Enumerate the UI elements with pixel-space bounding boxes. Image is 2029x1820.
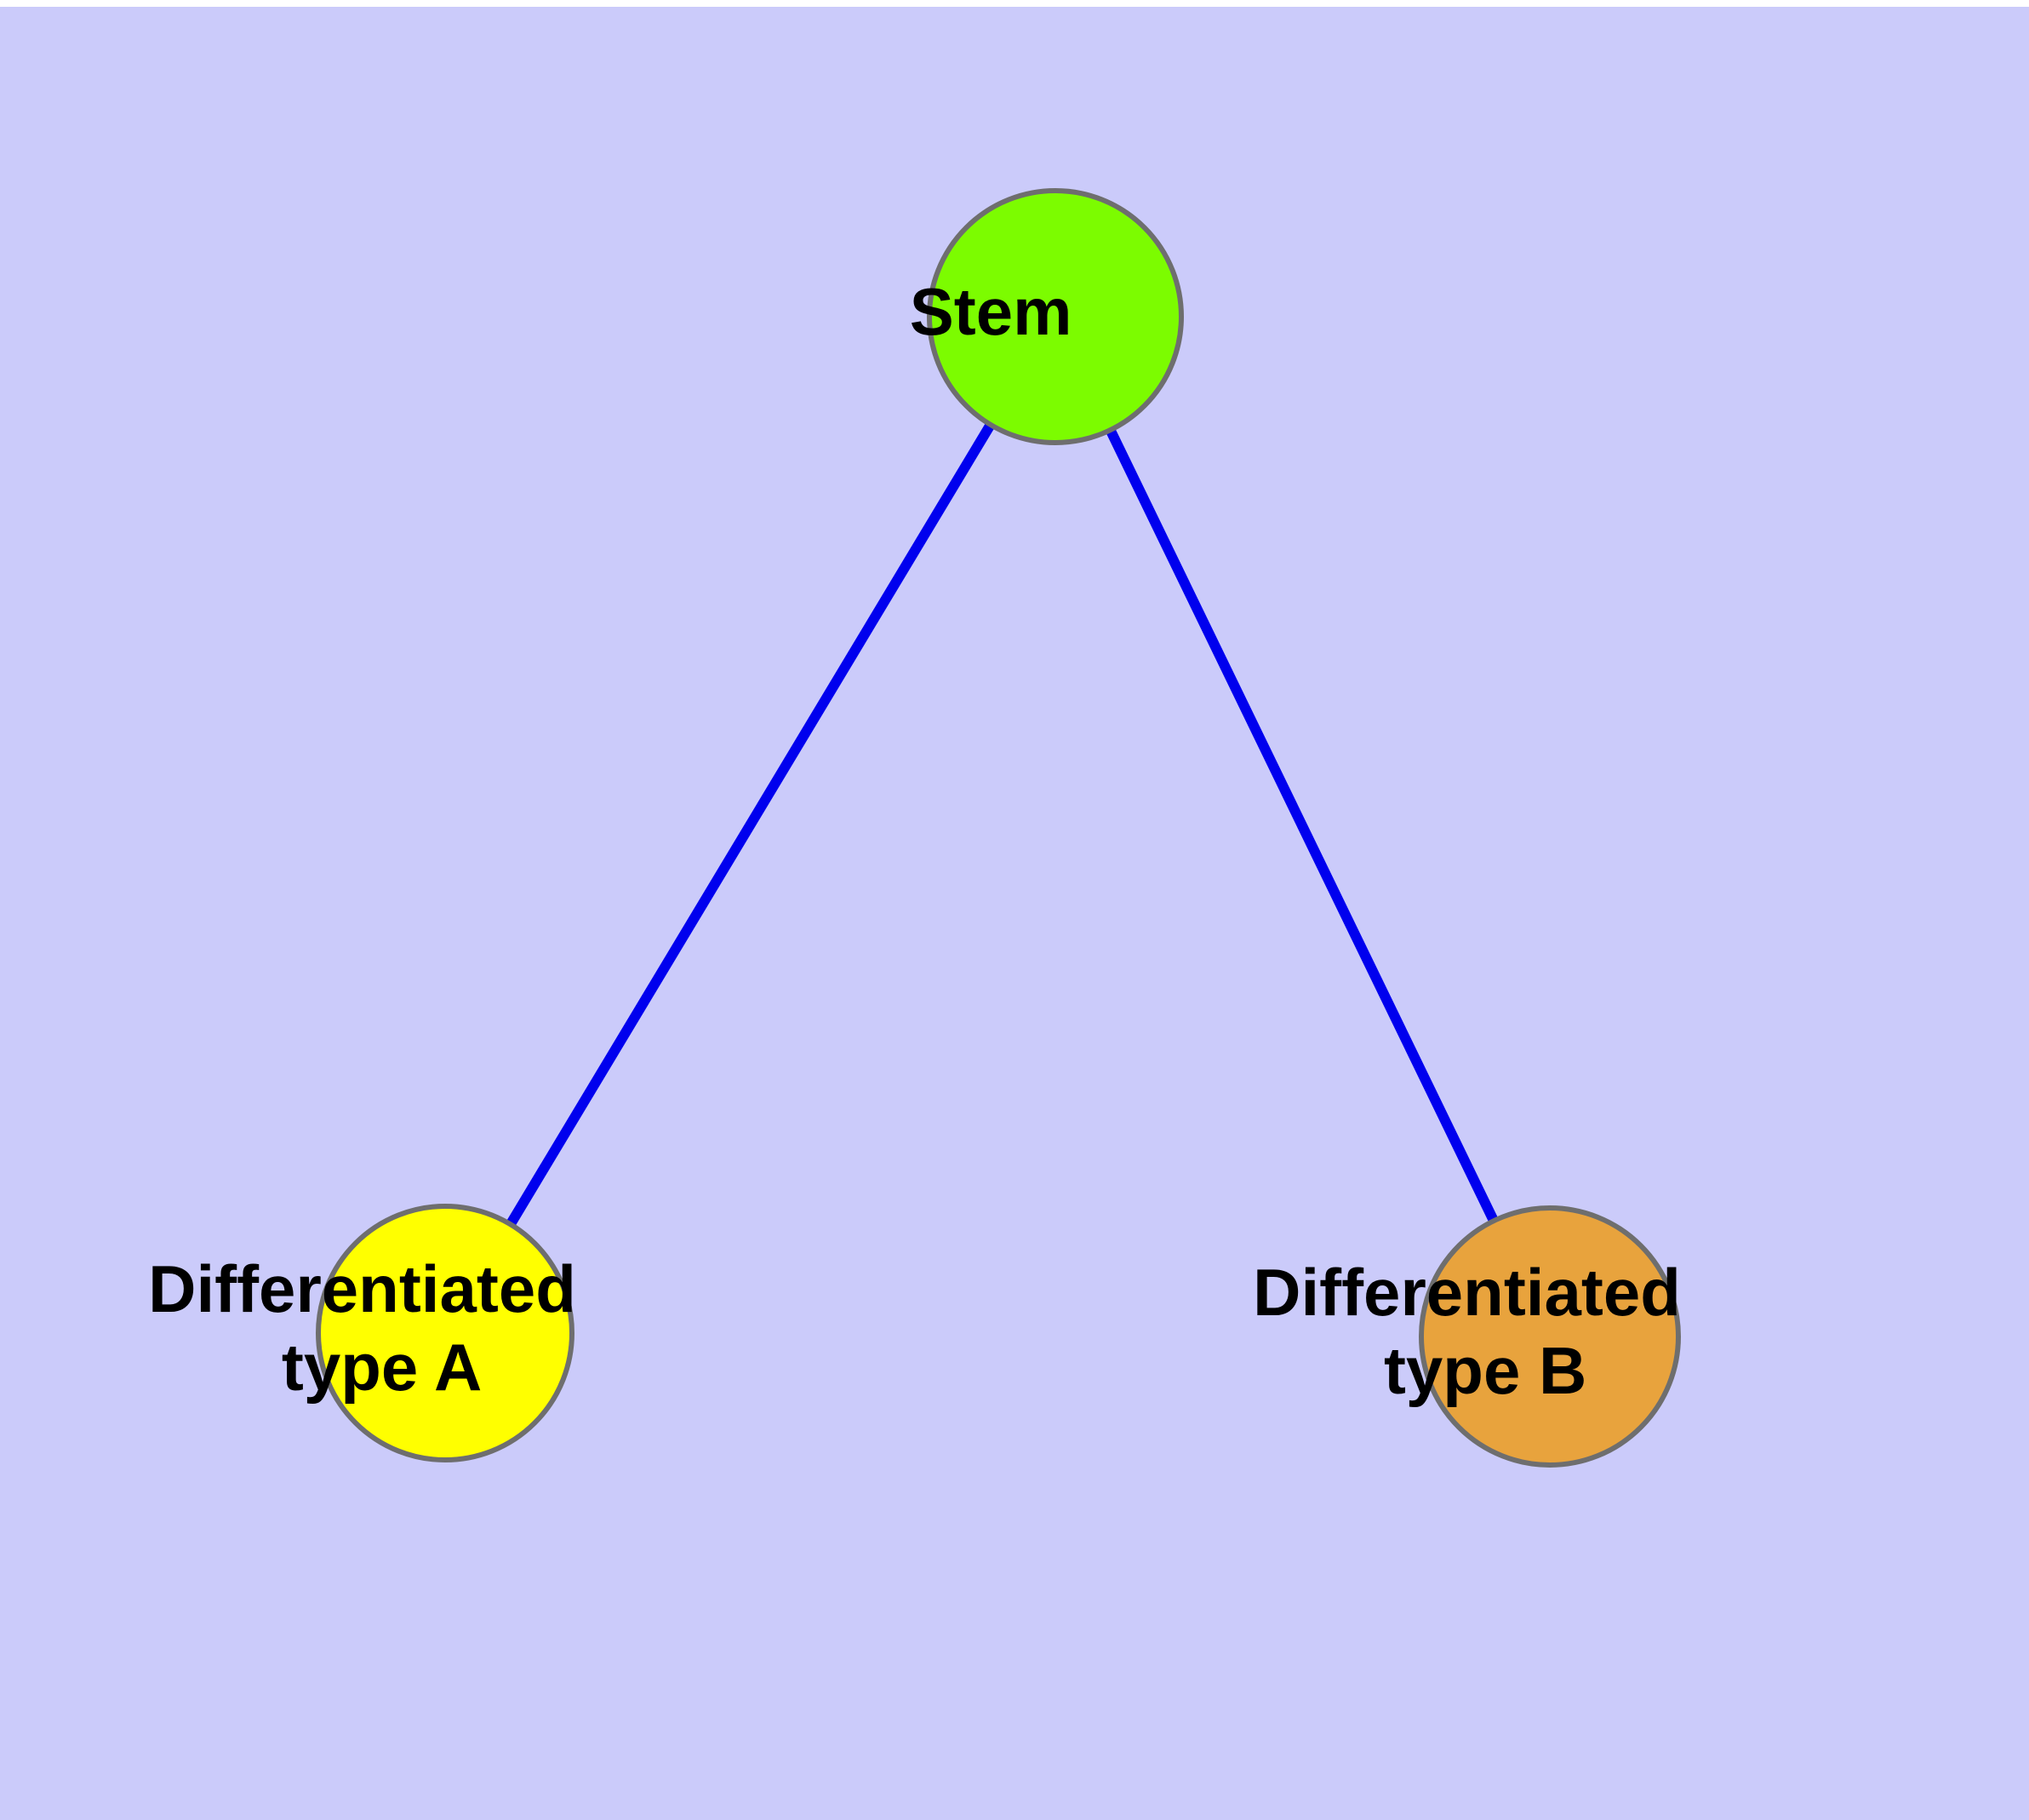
node-label-differentiated-type-a-line-1: Differentiated (148, 1251, 576, 1326)
edges-layer (440, 313, 1555, 1339)
edge-stem-to-differentiated-type-b[interactable] (1050, 314, 1555, 1339)
node-label-stem-line-1: Stem (910, 274, 1072, 349)
node-label-differentiated-type-b-line-1: Differentiated (1253, 1255, 1681, 1330)
node-differentiated-type-b[interactable] (1419, 1205, 1681, 1468)
node-label-stem: Stem (910, 274, 1201, 349)
node-differentiated-type-a[interactable] (316, 1204, 574, 1462)
node-label-differentiated-type-a: Differentiated type A (148, 1251, 742, 1405)
node-label-differentiated-type-b-line-2: type B (1384, 1333, 1586, 1408)
node-stem[interactable] (927, 188, 1184, 445)
labels-layer: Stem Differentiated type A Differentiate… (148, 274, 1847, 1408)
node-label-differentiated-type-a-line-2: type A (282, 1330, 481, 1405)
node-label-differentiated-type-b: Differentiated type B (1253, 1255, 1847, 1408)
nodes-layer (316, 188, 1681, 1468)
edge-stem-to-differentiated-type-a[interactable] (440, 313, 1060, 1336)
